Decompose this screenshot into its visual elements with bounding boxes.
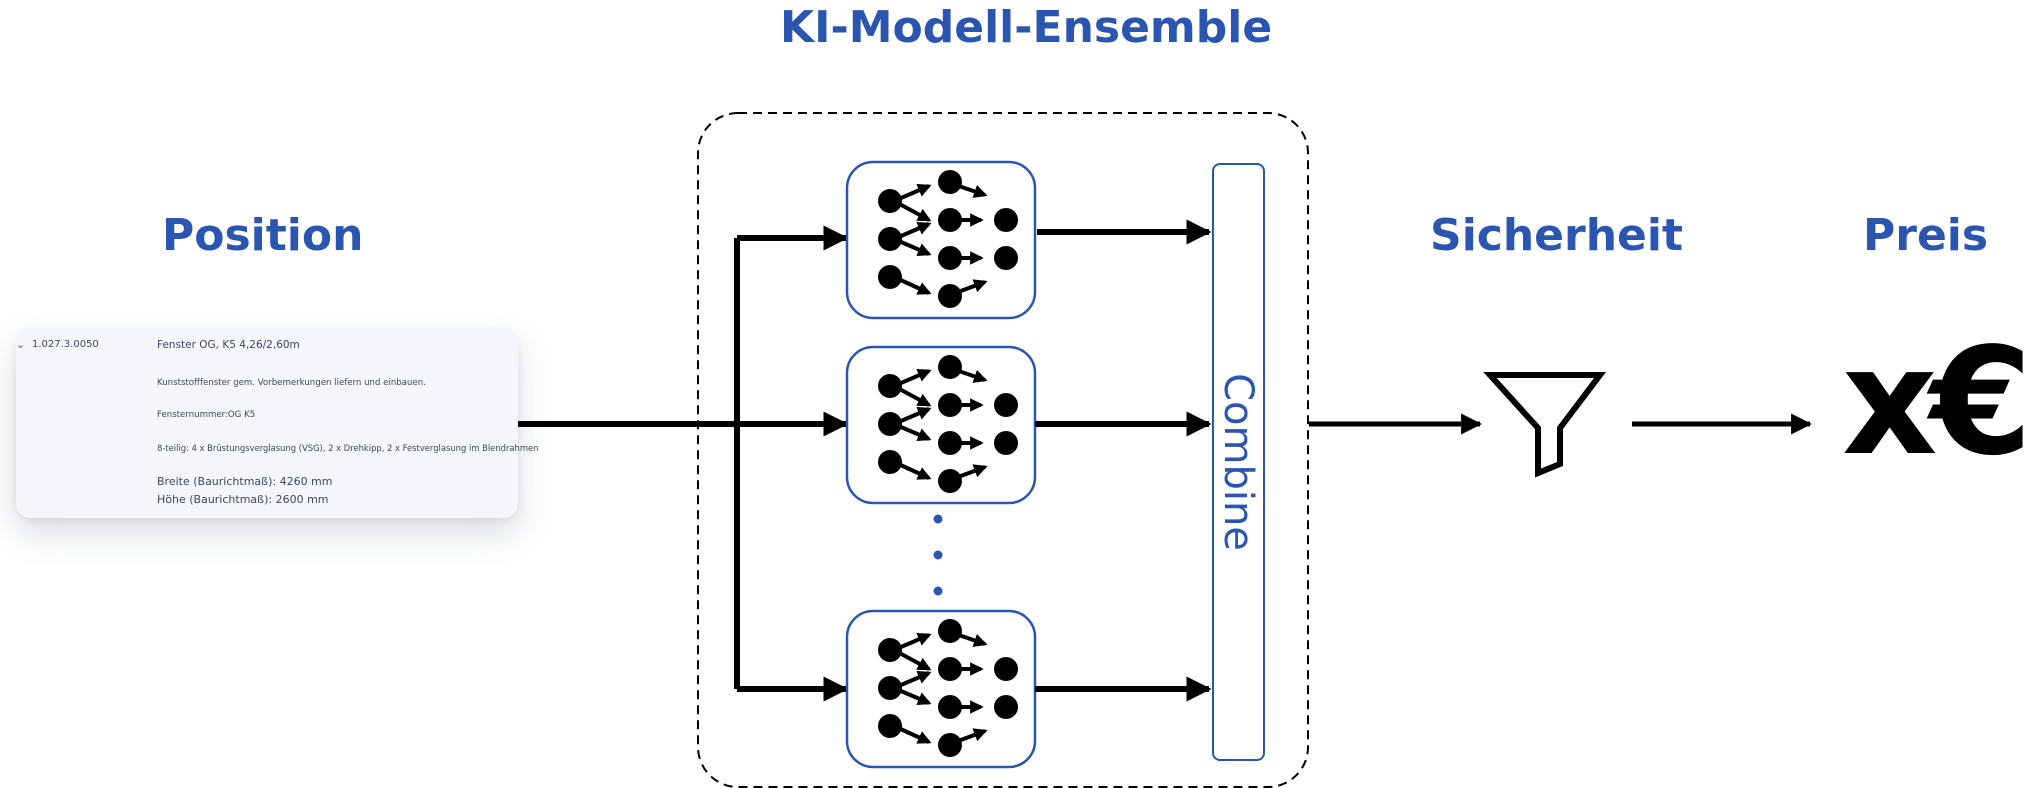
position-width: Breite (Baurichtmaß): 4260 mm bbox=[157, 475, 333, 488]
position-card: ⌄ 1.027.3.0050 Fenster OG, K5 4,26/2,60m… bbox=[16, 330, 538, 518]
ellipsis-dots bbox=[933, 514, 943, 596]
position-window-number: Fensternummer:OG K5 bbox=[157, 410, 256, 420]
ensemble-title: KI-Modell-Ensemble bbox=[780, 2, 1273, 53]
ensemble-frame bbox=[697, 112, 1309, 788]
sicherheit-title: Sicherheit bbox=[1430, 210, 1683, 261]
position-id: 1.027.3.0050 bbox=[32, 339, 99, 350]
chevron-down-icon[interactable]: ⌄ bbox=[16, 338, 26, 351]
position-description: Kunststofffenster gem. Vorbemerkungen li… bbox=[157, 378, 426, 388]
funnel-icon bbox=[1483, 372, 1607, 478]
position-title: Position bbox=[162, 210, 364, 261]
position-title-text: Fenster OG, K5 4,26/2,60m bbox=[157, 339, 300, 351]
preis-title: Preis bbox=[1863, 210, 1989, 261]
combine-label: Combine bbox=[1215, 373, 1261, 551]
position-glazing: 8-teilig: 4 x Brüstungsverglasung (VSG),… bbox=[157, 443, 539, 453]
combine-box bbox=[1212, 163, 1265, 761]
position-height: Höhe (Baurichtmaß): 2600 mm bbox=[157, 493, 329, 506]
price-output: x€ bbox=[1842, 316, 2032, 488]
